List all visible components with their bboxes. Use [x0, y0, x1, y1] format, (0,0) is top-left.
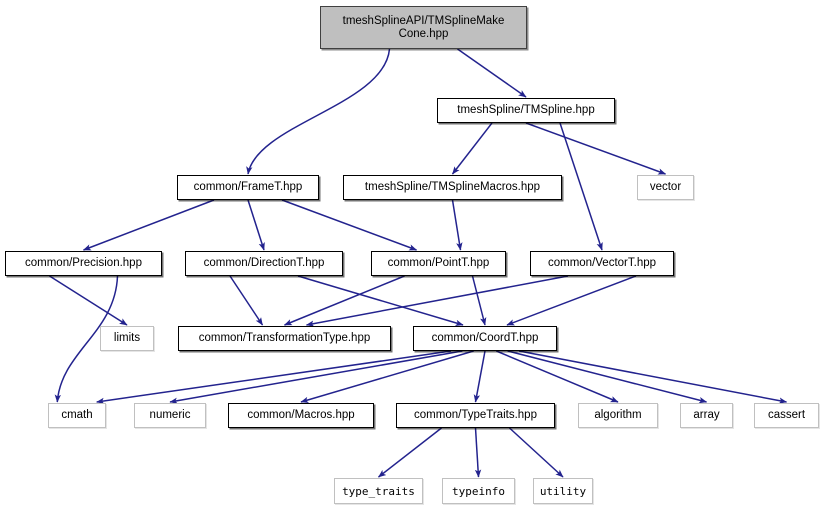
edge-coordt-to-algorithm: [496, 350, 619, 403]
edge-pointt-to-transtype: [283, 275, 405, 326]
graph-node-macros[interactable]: common/Macros.hpp: [228, 403, 374, 428]
graph-node-pointt[interactable]: common/PointT.hpp: [371, 251, 506, 276]
graph-node-framet[interactable]: common/FrameT.hpp: [177, 175, 319, 200]
graph-node-type_traits[interactable]: type_traits: [334, 478, 423, 504]
graph-node-limits[interactable]: limits: [100, 326, 154, 351]
edge-vectort-to-transtype: [305, 275, 569, 327]
graph-node-numeric[interactable]: numeric: [134, 403, 206, 428]
edge-macros2-to-pointt: [451, 199, 463, 251]
graph-node-cassert[interactable]: cassert: [754, 403, 819, 428]
graph-node-directiont[interactable]: common/DirectionT.hpp: [185, 251, 343, 276]
graph-node-macros2[interactable]: tmeshSpline/TMSplineMacros.hpp: [343, 175, 562, 200]
edge-root-to-framet: [246, 48, 391, 175]
graph-node-vectort[interactable]: common/VectorT.hpp: [530, 251, 674, 276]
edge-coordt-to-array: [507, 350, 708, 404]
edge-tmspline-to-vector: [525, 122, 667, 175]
edge-tmspline-to-macros2: [451, 122, 493, 175]
edge-tmspline-to-vectort: [559, 122, 603, 251]
graph-node-cmath[interactable]: cmath: [48, 403, 106, 428]
graph-node-precision[interactable]: common/Precision.hpp: [5, 251, 162, 276]
edge-precision-to-cmath: [54, 275, 119, 403]
edge-typetraits-to-type_traits: [378, 427, 442, 478]
graph-node-transtype[interactable]: common/TransformationType.hpp: [178, 326, 391, 351]
graph-node-vector[interactable]: vector: [637, 175, 694, 200]
graph-node-utility[interactable]: utility: [533, 478, 593, 504]
graph-node-typeinfo[interactable]: typeinfo: [442, 478, 515, 504]
graph-node-tmspline[interactable]: tmeshSpline/TMSpline.hpp: [437, 98, 615, 123]
edge-vectort-to-coordt: [506, 275, 637, 326]
graph-node-typetraits[interactable]: common/TypeTraits.hpp: [396, 403, 555, 428]
graph-node-array[interactable]: array: [680, 403, 733, 428]
edge-typetraits-to-typeinfo: [474, 427, 482, 478]
edge-precision-to-limits: [49, 275, 128, 326]
edge-coordt-to-cassert: [518, 350, 788, 404]
edge-coordt-to-numeric: [169, 350, 463, 404]
graph-node-algorithm[interactable]: algorithm: [578, 403, 658, 428]
edge-coordt-to-cmath: [96, 350, 452, 405]
graph-node-coordt[interactable]: common/CoordT.hpp: [413, 326, 557, 351]
edge-directiont-to-transtype: [229, 275, 264, 326]
edge-framet-to-precision: [82, 199, 215, 251]
edge-root-to-tmspline: [457, 48, 527, 98]
graph-node-root[interactable]: tmeshSplineAPI/TMSplineMake Cone.hpp: [320, 6, 527, 49]
edge-typetraits-to-utility: [508, 427, 564, 478]
edge-directiont-to-coordt: [297, 275, 464, 326]
edge-framet-to-pointt: [281, 199, 418, 251]
edge-pointt-to-coordt: [471, 275, 487, 326]
edge-coordt-to-typetraits: [473, 350, 486, 403]
edge-framet-to-directiont: [247, 199, 265, 251]
edge-coordt-to-macros: [300, 350, 474, 403]
